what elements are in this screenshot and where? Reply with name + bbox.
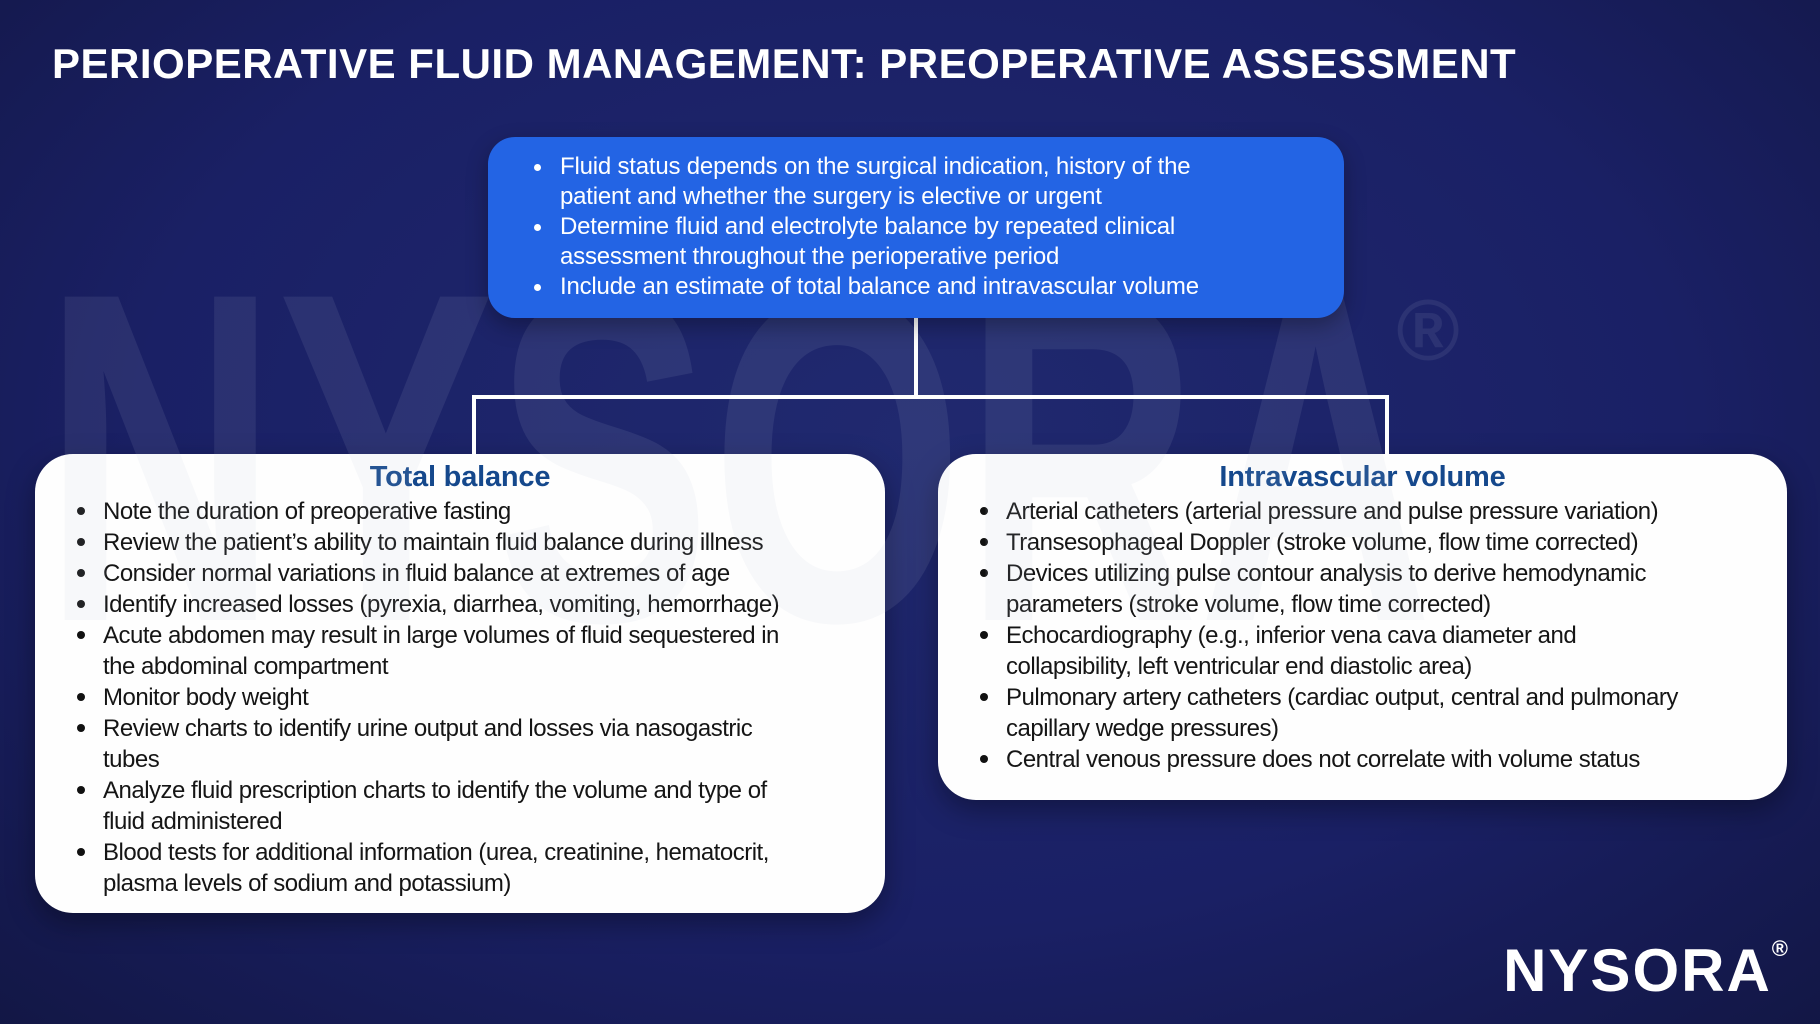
intravascular-volume-panel: Intravascular volume Arterial catheters … <box>938 454 1787 800</box>
bullet-line: Review charts to identify urine output a… <box>103 715 753 742</box>
list-item: Central venous pressure does not correla… <box>978 744 1749 775</box>
bullet-line: tubes <box>103 746 160 773</box>
bullet-line: plasma levels of sodium and potassium) <box>103 870 511 897</box>
bullet-line: Note the duration of preoperative fastin… <box>103 498 511 525</box>
list-item: Review the patient’s ability to maintain… <box>75 527 871 558</box>
registered-trademark-icon: ® <box>1771 936 1788 961</box>
bullet-line: Fluid status depends on the surgical ind… <box>560 153 1191 180</box>
connector-vertical-left <box>472 395 476 457</box>
nysora-logo: NYSORA® <box>1503 936 1788 1005</box>
bullet-line: the abdominal compartment <box>103 653 389 680</box>
total-balance-bullet-list: Note the duration of preoperative fastin… <box>35 496 885 899</box>
panel-title: Intravascular volume <box>1219 461 1506 493</box>
list-item: Pulmonary artery catheters (cardiac outp… <box>978 682 1749 744</box>
page-title: PERIOPERATIVE FLUID MANAGEMENT: PREOPERA… <box>52 40 1517 87</box>
watermark-registered-icon: ® <box>1396 283 1459 379</box>
list-item: Transesophageal Doppler (stroke volume, … <box>978 527 1749 558</box>
list-item: Acute abdomen may result in large volume… <box>75 620 871 682</box>
list-item: Analyze fluid prescription charts to ide… <box>75 775 871 837</box>
bullet-line: Acute abdomen may result in large volume… <box>103 622 779 649</box>
bullet-line: Review the patient’s ability to maintain… <box>103 529 764 556</box>
list-item: Arterial catheters (arterial pressure an… <box>978 496 1749 527</box>
panel-title: Total balance <box>369 461 551 493</box>
overview-bullet-list: Fluid status depends on the surgical ind… <box>528 152 1306 302</box>
list-item: Echocardiography (e.g., inferior vena ca… <box>978 620 1749 682</box>
connector-vertical-right <box>1385 395 1389 457</box>
bullet-line: Central venous pressure does not correla… <box>1006 746 1640 773</box>
bullet-line: fluid administered <box>103 808 283 835</box>
connector-vertical-center <box>914 317 918 397</box>
bullet-line: Consider normal variations in fluid bala… <box>103 560 730 587</box>
list-item: Review charts to identify urine output a… <box>75 713 871 775</box>
bullet-line: assessment throughout the perioperative … <box>560 243 1060 270</box>
bullet-line: Transesophageal Doppler (stroke volume, … <box>1006 529 1639 556</box>
bullet-line: capillary wedge pressures) <box>1006 715 1279 742</box>
bullet-line: Arterial catheters (arterial pressure an… <box>1006 498 1659 525</box>
list-item: Include an estimate of total balance and… <box>528 272 1306 302</box>
bullet-line: Monitor body weight <box>103 684 309 711</box>
bullet-line: Echocardiography (e.g., inferior vena ca… <box>1006 622 1577 649</box>
bullet-line: collapsibility, left ventricular end dia… <box>1006 653 1472 680</box>
connector-horizontal <box>472 395 1389 399</box>
list-item: Determine fluid and electrolyte balance … <box>528 212 1306 272</box>
bullet-line: Identify increased losses (pyrexia, diar… <box>103 591 780 618</box>
overview-box: Fluid status depends on the surgical ind… <box>488 137 1344 318</box>
list-item: Monitor body weight <box>75 682 871 713</box>
bullet-line: Blood tests for additional information (… <box>103 839 769 866</box>
bullet-line: Devices utilizing pulse contour analysis… <box>1006 560 1647 587</box>
list-item: Blood tests for additional information (… <box>75 837 871 899</box>
intravascular-volume-bullet-list: Arterial catheters (arterial pressure an… <box>938 496 1787 775</box>
bullet-line: Analyze fluid prescription charts to ide… <box>103 777 767 804</box>
list-item: Identify increased losses (pyrexia, diar… <box>75 589 871 620</box>
total-balance-panel: Total balance Note the duration of preop… <box>35 454 885 913</box>
list-item: Devices utilizing pulse contour analysis… <box>978 558 1749 620</box>
list-item: Fluid status depends on the surgical ind… <box>528 152 1306 212</box>
bullet-line: Determine fluid and electrolyte balance … <box>560 213 1176 240</box>
bullet-line: parameters (stroke volume, flow time cor… <box>1006 591 1491 618</box>
bullet-line: Pulmonary artery catheters (cardiac outp… <box>1006 684 1678 711</box>
nysora-logo-text: NYSORA <box>1503 937 1772 1004</box>
list-item: Note the duration of preoperative fastin… <box>75 496 871 527</box>
bullet-line: patient and whether the surgery is elect… <box>560 183 1102 210</box>
list-item: Consider normal variations in fluid bala… <box>75 558 871 589</box>
bullet-line: Include an estimate of total balance and… <box>560 273 1199 300</box>
